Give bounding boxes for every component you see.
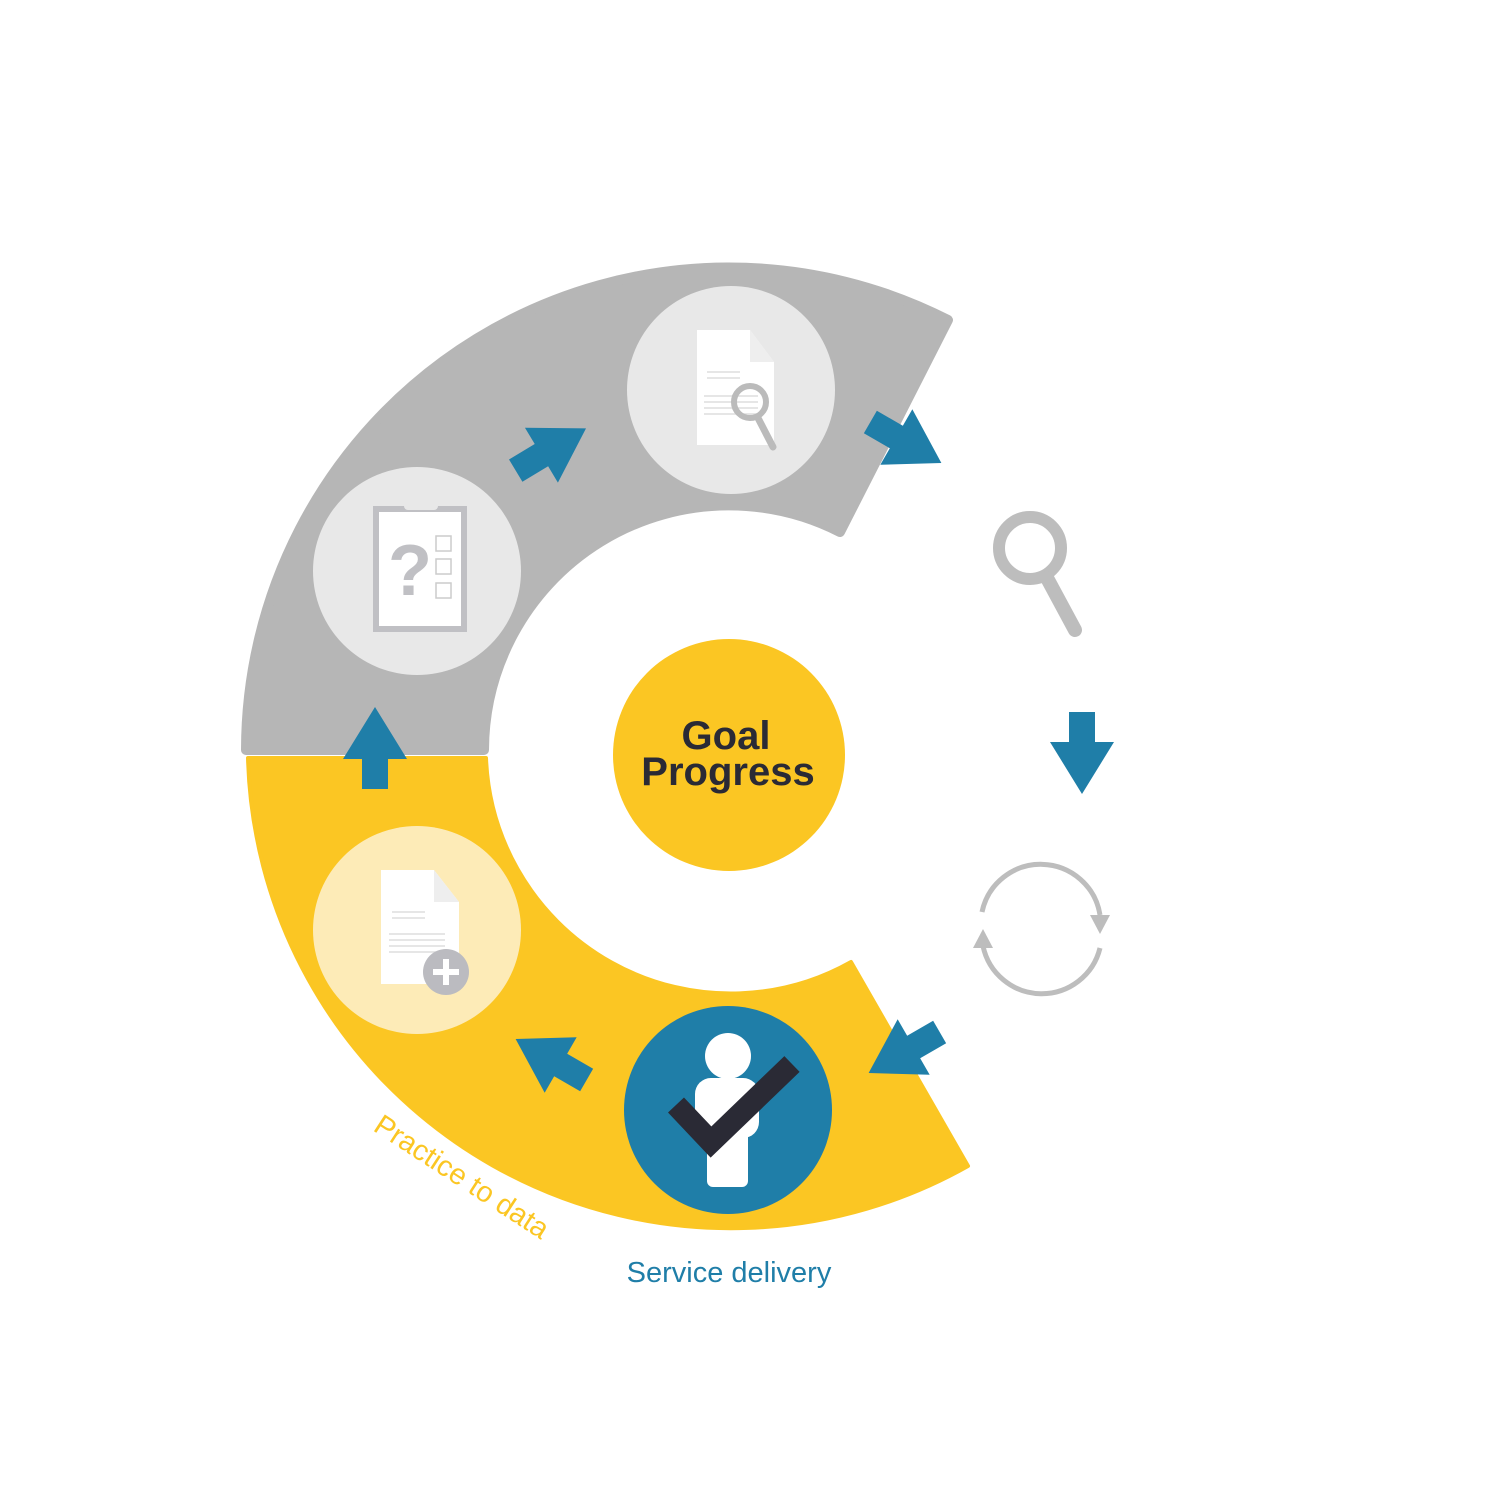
arrow-down-icon	[1050, 712, 1114, 794]
refresh-cycle-icon	[973, 861, 1110, 997]
goal-progress-circle	[613, 639, 845, 871]
person-check-icon	[624, 1006, 832, 1214]
document-search-icon	[627, 286, 835, 494]
clipboard-question-icon: ?	[313, 467, 521, 675]
magnifier-icon	[993, 511, 1082, 637]
service-delivery-label: Service delivery	[627, 1257, 832, 1289]
svg-text:?: ?	[388, 531, 432, 611]
goal-title-line2: Progress	[641, 750, 814, 794]
goal-title-line1: Goal	[682, 714, 771, 758]
document-add-icon	[313, 826, 521, 1034]
